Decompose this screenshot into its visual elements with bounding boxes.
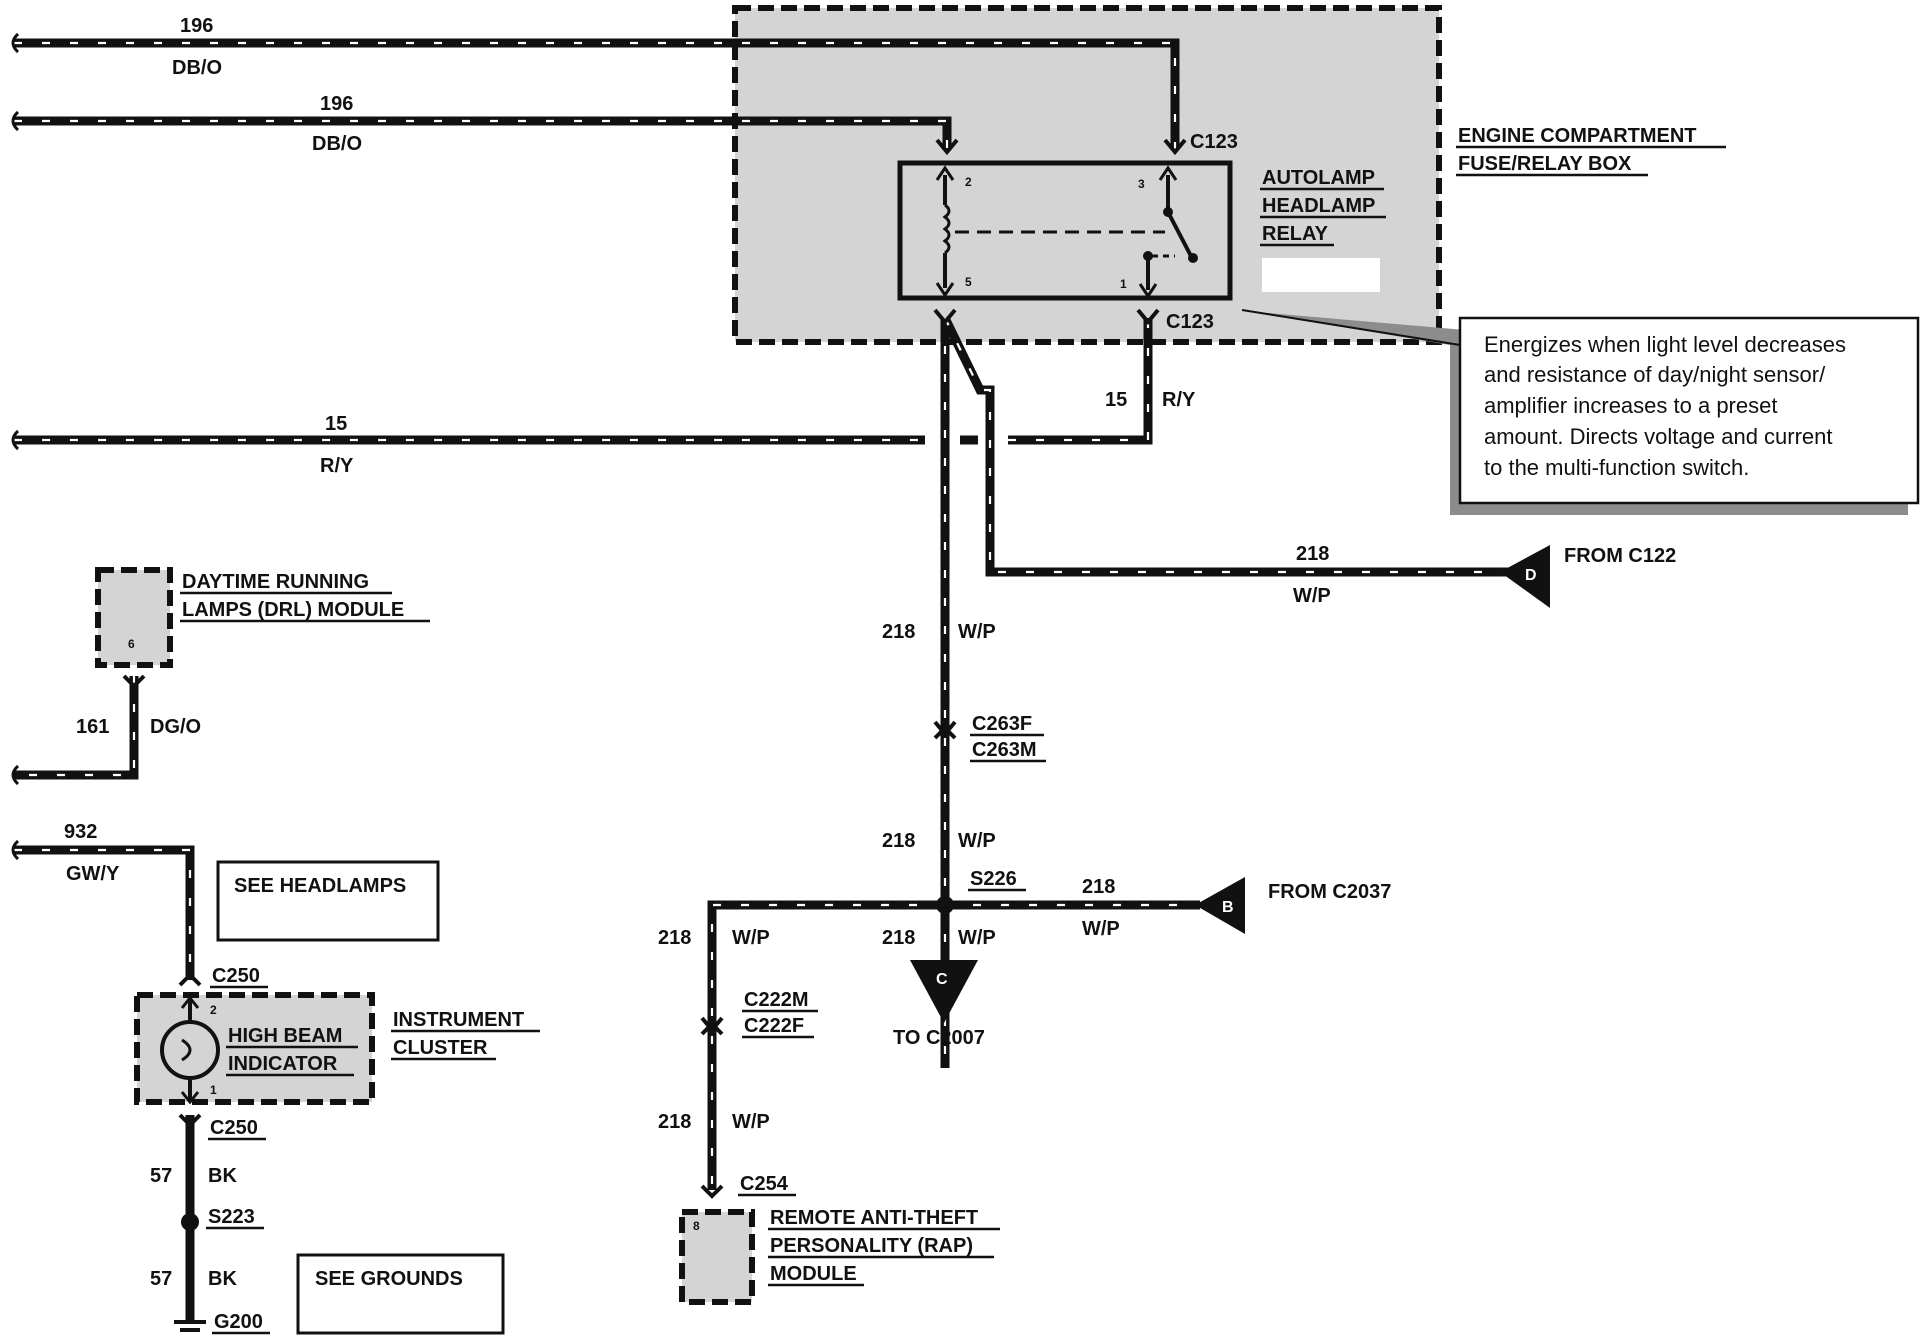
note-callout: Energizes when light level decreases and… [1241,309,1920,515]
cluster-label-1: INSTRUMENT [393,1009,524,1031]
see-headlamps-box [216,860,440,942]
relay-label-2: HEADLAMP [1262,195,1375,217]
svg-text:6: 6 [128,637,135,651]
c250-top-label: C250 [212,965,260,987]
wire-196-num-b: 196 [320,93,353,115]
wire-218-main-num: 218 [882,621,915,643]
wire-932-num: 932 [64,821,97,843]
g200-label: G200 [214,1311,263,1333]
wire-57b-num: 57 [150,1268,172,1290]
fuse-box-label-2: FUSE/RELAY BOX [1458,153,1632,175]
cluster-label-2: CLUSTER [393,1037,488,1059]
wire-161-num: 161 [76,716,109,738]
marker-b: B [1195,877,1245,934]
c123-bot-label: C123 [1166,311,1214,333]
rap-module: 8 [679,1209,755,1305]
wire-218-b-num: 218 [1082,876,1115,898]
relay-label-1: AUTOLAMP [1262,167,1375,189]
wire-932 [11,839,202,987]
wire-218-left-num: 218 [658,927,691,949]
high-beam-label-2: INDICATOR [228,1053,338,1075]
relay-pin-1: 1 [1120,277,1127,291]
drl-module: 6 [11,567,173,786]
wire-15-num: 15 [325,413,347,435]
wire-218-mid-num: 218 [882,830,915,852]
high-beam-label-1: HIGH BEAM [228,1025,342,1047]
see-headlamps-label: SEE HEADLAMPS [234,875,406,897]
wire-57b-color: BK [208,1268,237,1290]
wire-218-rap-color: W/P [732,1111,770,1133]
note-line-4: amount. Directs voltage and current [1484,424,1833,449]
c263m-label: C263M [972,739,1036,761]
fuse-box-label-1: ENGINE COMPARTMENT [1458,125,1697,147]
wire-218-mid-color: W/P [958,830,996,852]
wire-218-left-color: W/P [732,927,770,949]
wire-218-c-color: W/P [958,927,996,949]
relay-pin-5: 5 [965,275,972,289]
s226-label: S226 [970,868,1017,890]
c123-top-label: C123 [1190,131,1238,153]
rap-label-2: PERSONALITY (RAP) [770,1235,973,1257]
wire-218-main-color: W/P [958,621,996,643]
marker-c: C [910,960,978,1023]
c263f-label: C263F [972,713,1032,735]
wire-218-main [707,316,1510,1190]
marker-c-text: TO C2007 [893,1027,985,1049]
c222m-label: C222M [744,989,808,1011]
wire-57a-num: 57 [150,1165,172,1187]
wire-15 [11,318,1153,451]
wire-196-num-a: 196 [180,15,213,37]
relay-label-3: RELAY [1262,223,1329,245]
note-line-3: amplifier increases to a preset [1484,393,1777,418]
see-grounds-label: SEE GROUNDS [315,1268,463,1290]
wire-57a-color: BK [208,1165,237,1187]
wire-57 [174,1113,206,1332]
c250-bot-label: C250 [210,1117,258,1139]
wire-218-b-color: W/P [1082,918,1120,940]
svg-text:B: B [1222,899,1234,916]
rap-label-3: MODULE [770,1263,857,1285]
wire-218-rap-num: 218 [658,1111,691,1133]
note-line-5: to the multi-function switch. [1484,455,1749,480]
drl-label-2: LAMPS (DRL) MODULE [182,599,404,621]
wire-15v-color: R/Y [1162,389,1196,411]
wire-218-c-num: 218 [882,927,915,949]
high-beam-pin-1: 1 [210,1083,217,1097]
wire-196-color-a: DB/O [172,57,222,79]
see-grounds-box [296,1253,505,1335]
note-line-1: Energizes when light level decreases [1484,332,1846,357]
wire-161-color: DG/O [150,716,201,738]
wire-932-color: GW/Y [66,863,120,885]
svg-text:8: 8 [693,1219,700,1233]
wire-218-d-num: 218 [1296,543,1329,565]
s223-label: S223 [208,1206,255,1228]
wire-196-second [11,110,952,150]
relay-pin-3: 3 [1138,177,1145,191]
c222f-label: C222F [744,1015,804,1037]
wire-196-top [11,32,1180,150]
high-beam-pin-2: 2 [210,1003,217,1017]
instrument-cluster: 2 1 [134,992,375,1105]
wire-15v-num: 15 [1105,389,1127,411]
wire-218-d-color: W/P [1293,585,1331,607]
note-line-2: and resistance of day/night sensor/ [1484,362,1826,387]
rap-label-1: REMOTE ANTI-THEFT [770,1207,978,1229]
marker-d-text: FROM C122 [1564,545,1676,567]
autolamp-headlamp-relay: 2 3 5 1 [897,160,1380,301]
svg-text:D: D [1525,567,1537,584]
marker-d: D [1500,545,1550,608]
relay-pin-2: 2 [965,175,972,189]
c254-label: C254 [740,1173,789,1195]
wire-196-color-b: DB/O [312,133,362,155]
svg-text:C: C [936,971,948,988]
drl-label-1: DAYTIME RUNNING [182,571,369,593]
wire-15-color: R/Y [320,455,354,477]
marker-b-text: FROM C2037 [1268,881,1391,903]
